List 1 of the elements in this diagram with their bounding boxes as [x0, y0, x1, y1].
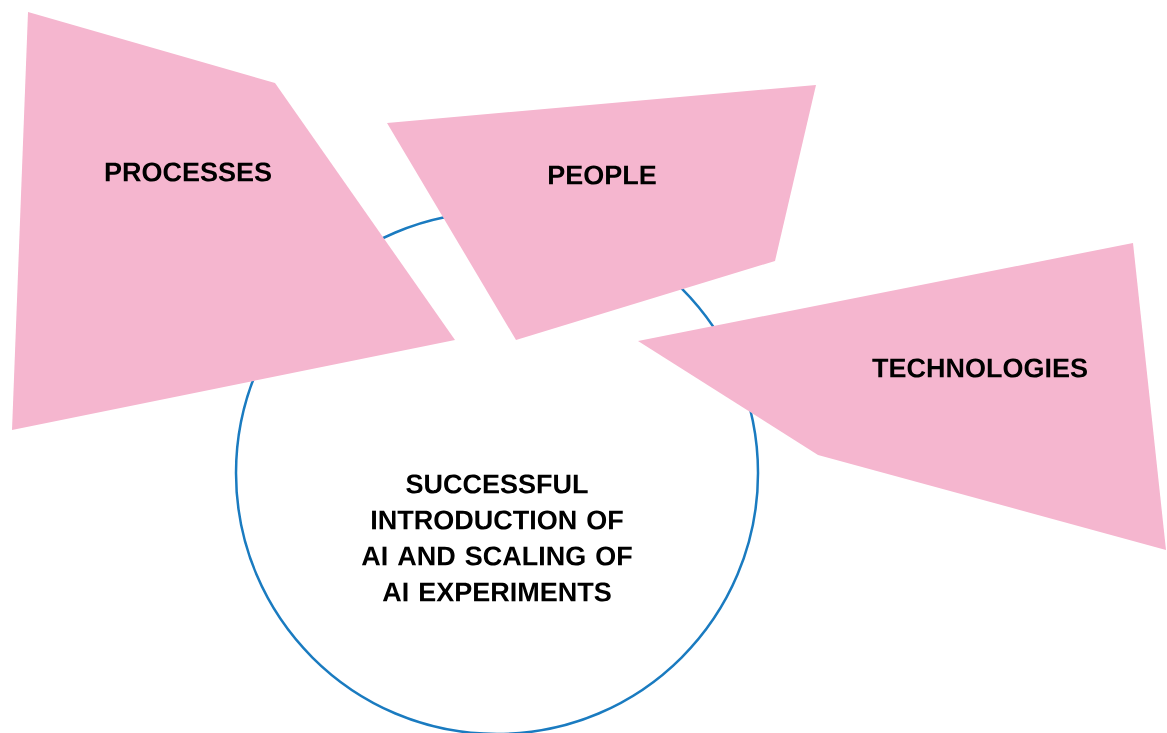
node-label: PEOPLE [549, 165, 656, 185]
